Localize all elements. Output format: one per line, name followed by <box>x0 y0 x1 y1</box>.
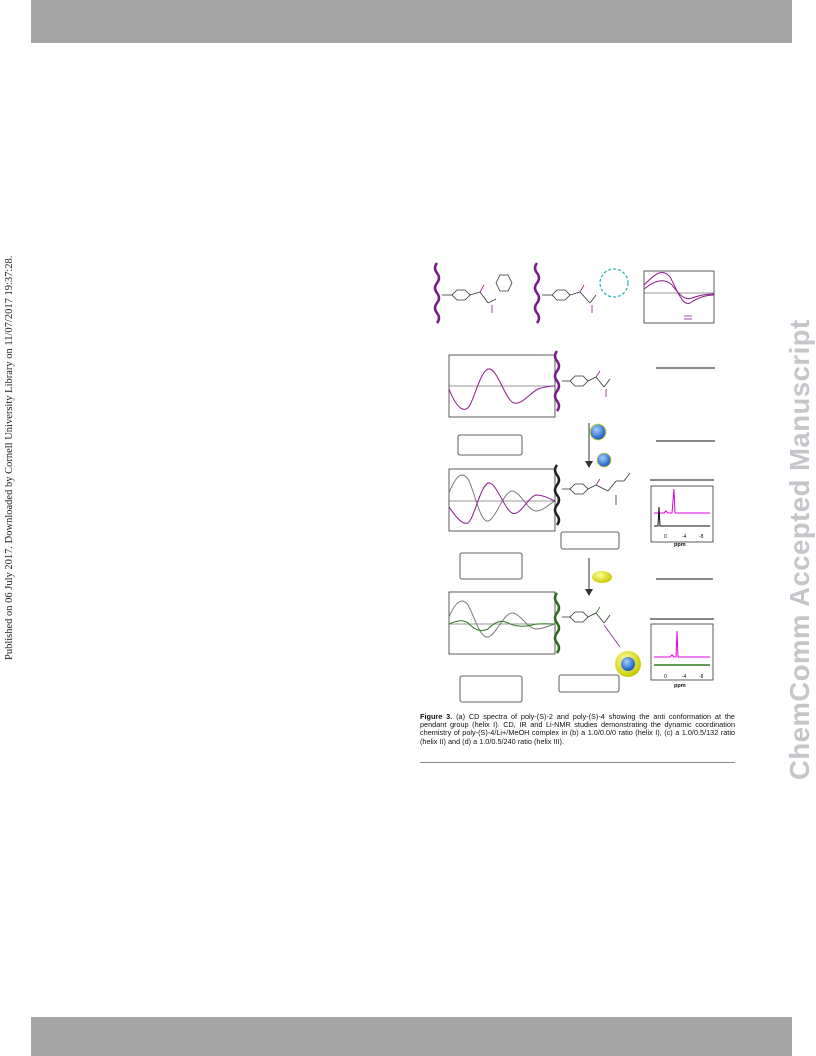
publication-note: Published on 06 July 2017. Downloaded by… <box>4 255 15 660</box>
label-box-d-mid <box>558 674 620 693</box>
figure-caption: Figure 3. (a) CD spectra of poly-(S)-2 a… <box>420 712 735 746</box>
caption-text: (a) CD spectra of poly-(S)-2 and poly-(S… <box>420 712 735 746</box>
nmr-tick-0-d: 0 <box>664 674 667 680</box>
cd-panel-c <box>448 468 556 532</box>
cd-panel-d <box>448 591 556 655</box>
accepted-manuscript-watermark: ChemComm Accepted Manuscript <box>784 319 815 780</box>
header-bar <box>31 0 792 43</box>
label-box-d-left <box>459 675 523 703</box>
pendant-structure-b <box>562 370 611 397</box>
pendant-structure-c <box>562 472 631 505</box>
pendant-structure-2 <box>542 284 597 313</box>
nmr-tick-0: 0 <box>664 534 667 540</box>
label-box-b <box>457 434 523 456</box>
helix-backbone-1 <box>433 262 441 324</box>
cd-panel-a <box>643 270 715 324</box>
pendant-structure-1 <box>442 274 513 313</box>
nmr-tick-1: -4 <box>682 534 687 540</box>
label-box-c-mid <box>560 531 620 550</box>
nmr-tick-1-d: -4 <box>682 674 687 680</box>
label-box-c-left <box>459 552 523 580</box>
pendant-structure-d <box>562 606 621 648</box>
helix-backbone-d <box>553 592 561 654</box>
lithium-ion-icon-c <box>596 452 612 468</box>
methanol-icon <box>592 571 612 583</box>
crown-ether-ring <box>599 268 629 298</box>
lithium-ion-icon <box>589 423 607 441</box>
nmr-panel-c: 0 -4 -8 <box>650 485 714 543</box>
nmr-axis-label-d: ppm <box>674 683 686 689</box>
nmr-tick-2-d: -8 <box>699 674 704 680</box>
caption-label: Figure 3. <box>420 712 453 721</box>
footer-bar <box>31 1017 792 1056</box>
nmr-axis-label-c: ppm <box>674 542 686 548</box>
nmr-tick-2: -8 <box>699 534 704 540</box>
figure-3: 0 -4 -8 ppm 0 -4 -8 ppm <box>433 262 715 703</box>
cd-panel-b <box>448 354 556 418</box>
helix-backbone-2 <box>533 262 541 324</box>
helix-backbone-b <box>553 350 561 412</box>
nmr-panel-d: 0 -4 -8 <box>650 623 714 681</box>
caption-rule <box>420 762 735 763</box>
helix-backbone-c <box>553 464 561 526</box>
